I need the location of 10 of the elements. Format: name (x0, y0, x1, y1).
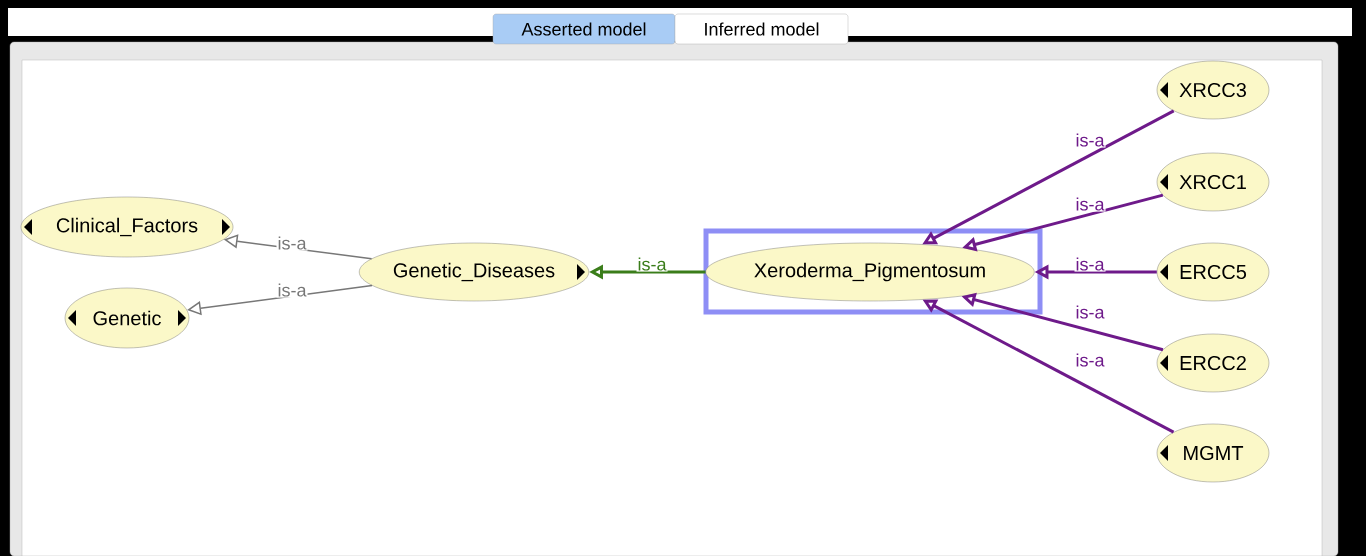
tab: Asserted model (492, 13, 676, 45)
tab: Inferred model (674, 13, 849, 45)
edge-label: is-a (1074, 352, 1106, 368)
edge-label: is-a (636, 256, 668, 272)
edge-label: is-a (1074, 304, 1106, 320)
edge-label: is-a (276, 235, 308, 251)
edge-label: is-a (1074, 256, 1106, 272)
edge-label: is-a (1074, 132, 1106, 148)
edge-label: is-a (276, 282, 308, 298)
edge-label: is-a (1074, 196, 1106, 212)
